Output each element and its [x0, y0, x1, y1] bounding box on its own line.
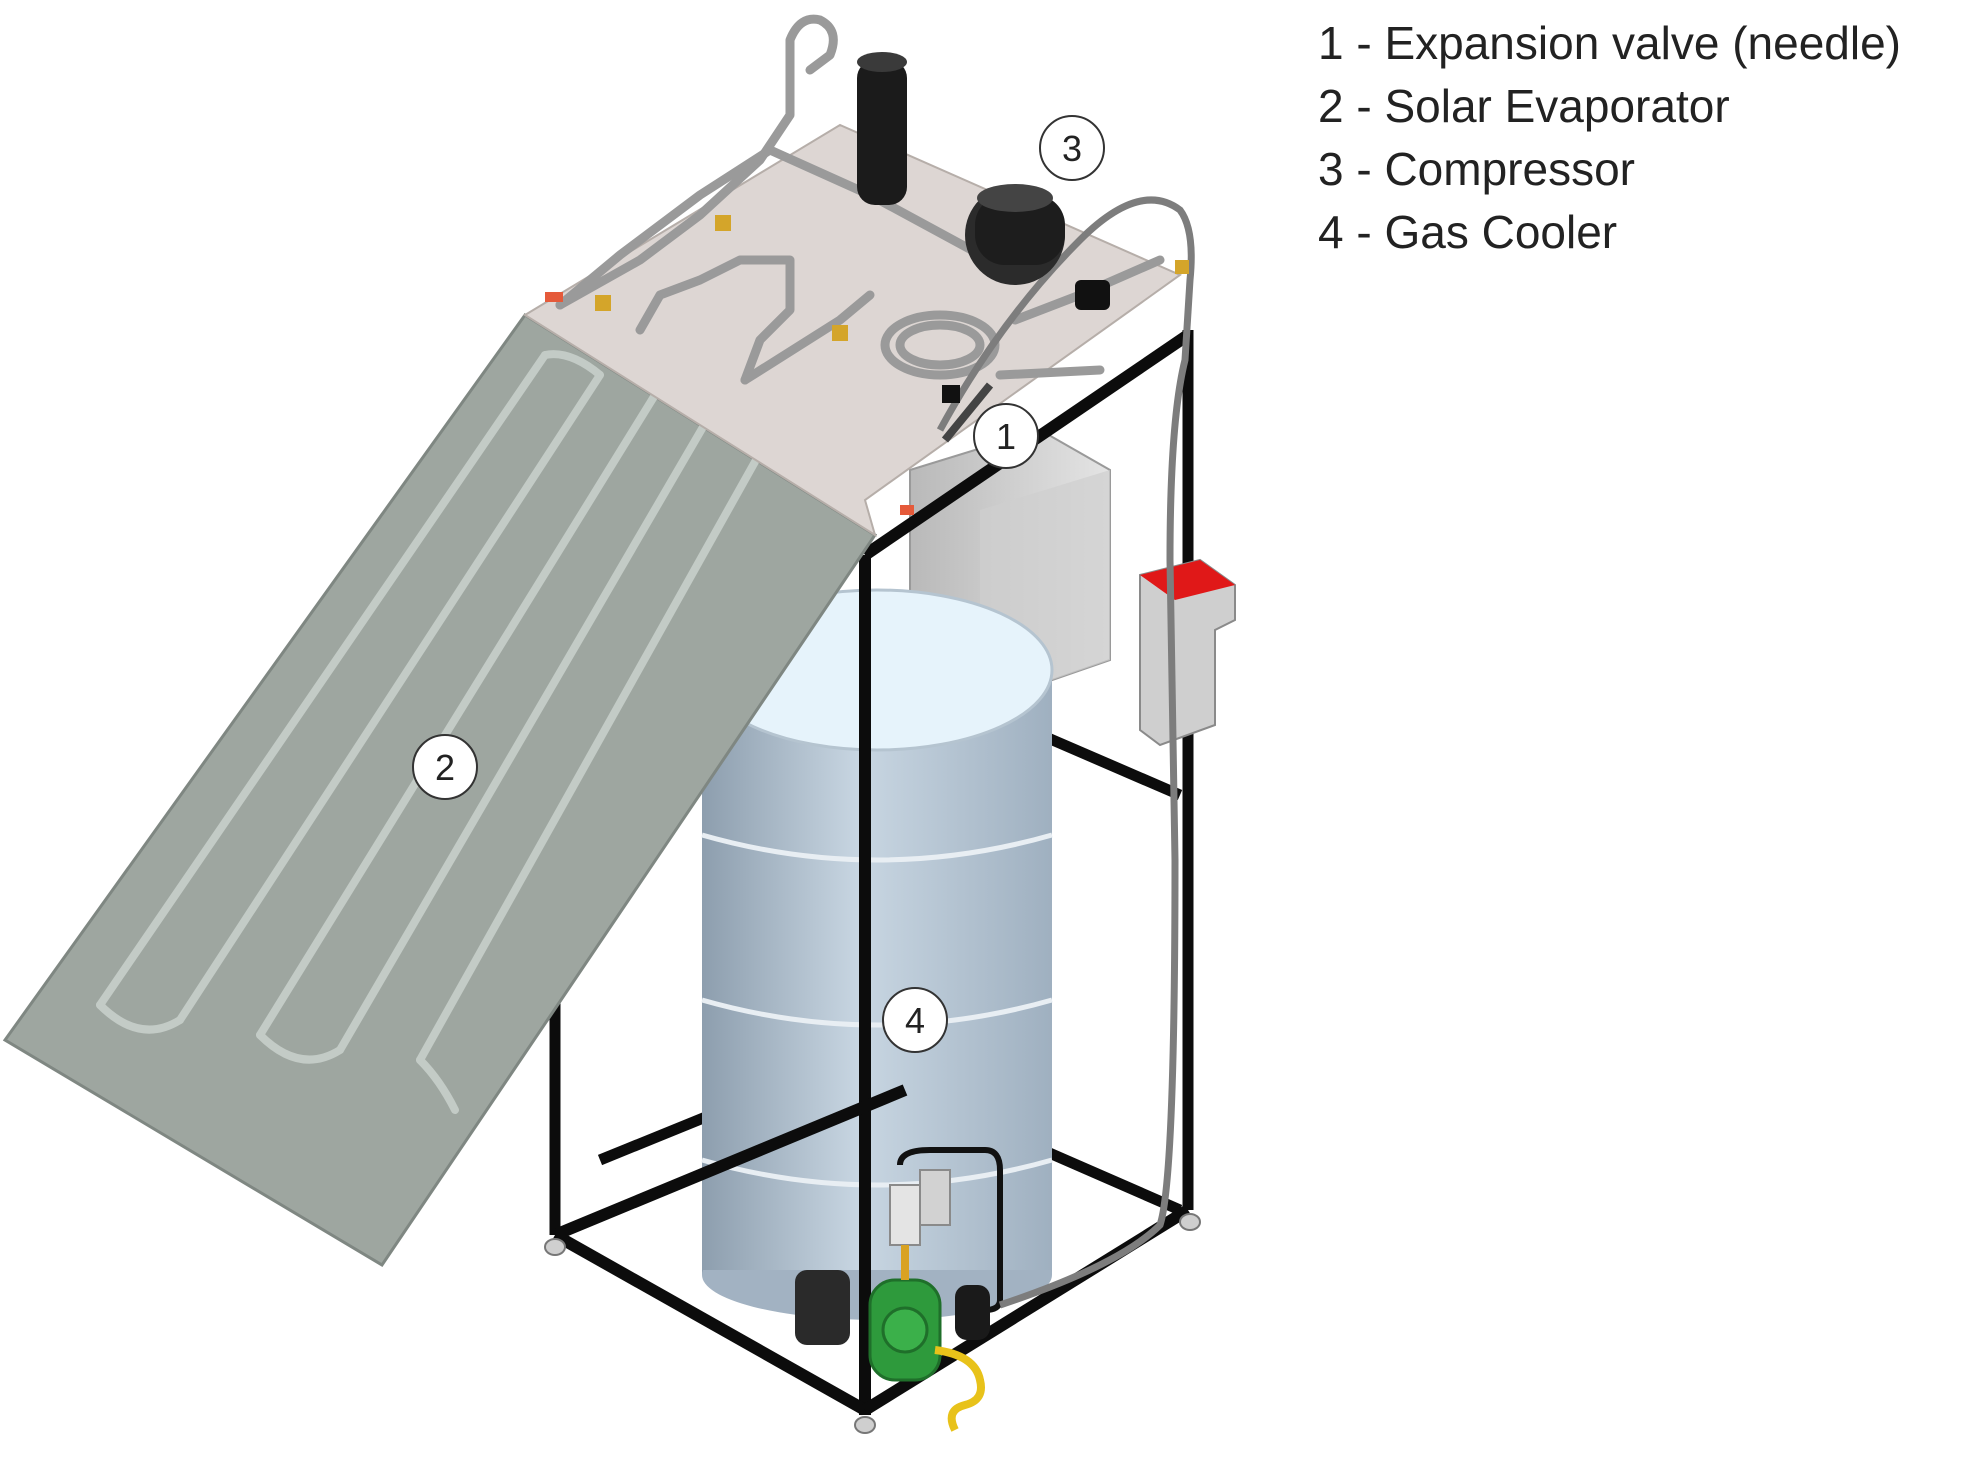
component-legend: 1 - Expansion valve (needle) 2 - Solar E… — [1318, 12, 1901, 264]
callout-4: 4 — [882, 987, 948, 1053]
brass-fittings — [595, 215, 1189, 341]
legend-item-solar-evaporator: 2 - Solar Evaporator — [1318, 80, 1730, 132]
compressor — [965, 184, 1110, 310]
receiver-cylinder — [857, 52, 907, 205]
expansion-valve — [941, 382, 994, 443]
accent-pipe — [936, 196, 1195, 1309]
svg-text:3: 3 — [1062, 128, 1082, 169]
legend-item-compressor: 3 - Compressor — [1318, 143, 1635, 195]
callout-1: 1 — [973, 403, 1039, 469]
water-pump — [795, 1147, 1003, 1432]
legend-item-gas-cooler: 4 - Gas Cooler — [1318, 206, 1618, 258]
svg-text:4: 4 — [905, 1000, 925, 1041]
legend-item-expansion-valve: 1 - Expansion valve (needle) — [1318, 17, 1901, 69]
evaporator-tube-loops — [96, 350, 804, 1114]
caster-wheels — [544, 1213, 1201, 1434]
sensor-box — [1139, 558, 1236, 747]
svg-text:1: 1 — [996, 416, 1016, 457]
red-fittings — [545, 292, 914, 515]
callout-3: 3 — [1039, 115, 1105, 181]
callout-2: 2 — [412, 734, 478, 800]
svg-text:2: 2 — [435, 747, 455, 788]
